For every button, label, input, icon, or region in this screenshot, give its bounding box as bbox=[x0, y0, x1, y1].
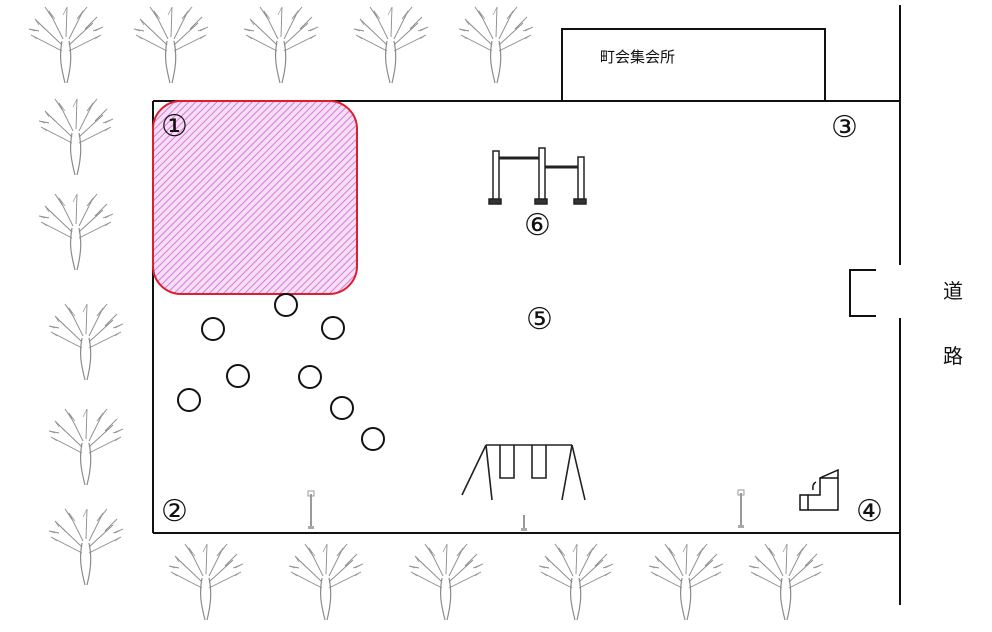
circle-marker bbox=[226, 364, 250, 388]
tree-icon bbox=[38, 193, 114, 271]
highlighted-area bbox=[152, 100, 358, 295]
tree-icon bbox=[38, 98, 114, 176]
circle-marker bbox=[274, 293, 298, 317]
drinking-fountain-icon bbox=[799, 468, 839, 511]
light-pole-icon bbox=[307, 490, 315, 530]
tree-icon bbox=[243, 6, 319, 84]
marker-1: ① bbox=[161, 109, 188, 144]
marker-6: ⑥ bbox=[524, 208, 551, 243]
tree-icon bbox=[288, 543, 364, 621]
light-pole-icon bbox=[737, 489, 745, 529]
marker-3: ③ bbox=[831, 110, 858, 145]
circle-markers bbox=[177, 293, 385, 451]
entrance bbox=[849, 269, 876, 317]
marker-4: ④ bbox=[856, 494, 883, 529]
tree-icon bbox=[748, 543, 824, 621]
tree-icon bbox=[648, 543, 724, 621]
circle-marker bbox=[361, 427, 385, 451]
circle-marker bbox=[321, 316, 345, 340]
tree-icon bbox=[133, 6, 209, 84]
horizontal-bar-icon bbox=[488, 147, 587, 205]
marker-2: ② bbox=[161, 494, 188, 529]
tree-icon bbox=[458, 6, 534, 84]
swing-icon bbox=[461, 444, 586, 501]
light-pole-icon bbox=[521, 515, 527, 531]
road-label-1: 道 bbox=[943, 279, 963, 303]
marker-5: ⑤ bbox=[526, 302, 553, 337]
tree-icon bbox=[28, 6, 104, 84]
tree-icon bbox=[48, 303, 124, 381]
community-hall bbox=[561, 28, 826, 102]
circle-marker bbox=[201, 317, 225, 341]
tree-icon bbox=[538, 543, 614, 621]
tree-icon bbox=[48, 508, 124, 586]
road-label-2: 路 bbox=[943, 344, 963, 368]
tree-icon bbox=[408, 543, 484, 621]
circle-marker bbox=[177, 388, 201, 412]
community-hall-label: 町会集会所 bbox=[600, 48, 676, 66]
circle-marker bbox=[330, 396, 354, 420]
circle-marker bbox=[298, 365, 322, 389]
tree-icon bbox=[168, 543, 244, 621]
tree-icon bbox=[48, 408, 124, 486]
tree-icon bbox=[353, 6, 429, 84]
